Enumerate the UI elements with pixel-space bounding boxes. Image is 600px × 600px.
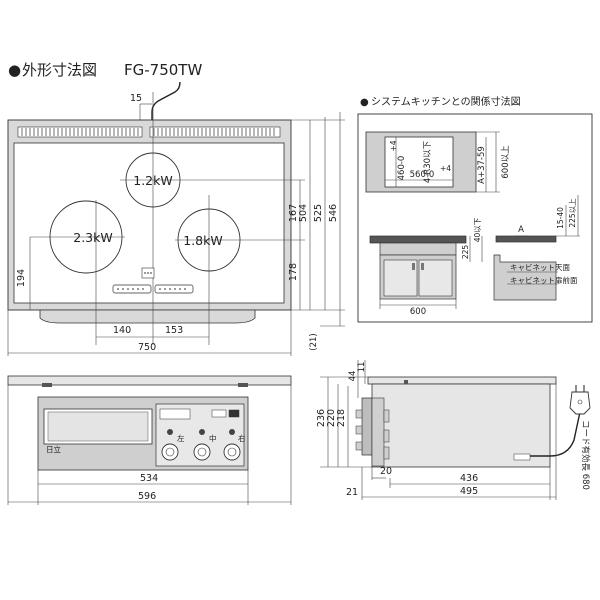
dim-596: 596 (138, 491, 156, 502)
dim-center-right: 153 (165, 325, 183, 336)
cabinet-top-label: キャビネット天面 (510, 263, 570, 272)
vent-right (149, 126, 281, 138)
dim-21-top: (21) (309, 333, 319, 350)
kitchen-bullet: ● (360, 97, 369, 108)
kitchen-frame (357, 113, 593, 323)
side-top-plate (367, 376, 557, 385)
cord-length-label: コード有効長 680 (580, 420, 591, 490)
zone-right-power: 1.8kW (183, 233, 222, 248)
front-view: 日立 左 中 右 534 596 (7, 375, 292, 505)
dim-front-600: 600 (410, 307, 426, 317)
knob-center (193, 443, 211, 461)
control-strip (112, 267, 194, 294)
knob-label-center: 中 (209, 433, 217, 443)
cabinet-front-label: キャビネット扉前面 (510, 275, 578, 285)
dim-a-label: A (518, 225, 524, 235)
section-cooktop-body (379, 242, 457, 256)
dim-218: 218 (336, 409, 347, 427)
side-countertop (495, 235, 557, 243)
title-bullet: ● (8, 61, 21, 79)
cutout-depth-tol: +4 (389, 140, 398, 151)
front-top-plate (7, 375, 292, 386)
cutout-width: 560-0 (410, 170, 435, 180)
dim-20: 20 (380, 466, 392, 477)
dim-left-194: 194 (16, 269, 27, 287)
dim-525: 525 (313, 204, 324, 222)
dim-width-750: 750 (138, 342, 156, 353)
dim-left-center: 140 (113, 325, 131, 336)
dim-side-225: 225 (461, 245, 470, 260)
power-cord (151, 81, 181, 125)
dim-546: 546 (328, 204, 339, 222)
dim-236: 236 (316, 409, 327, 427)
knob-right (223, 443, 241, 461)
dim-15-40: 15-40 (556, 207, 565, 229)
bottom-lip (39, 309, 256, 324)
dim-top-167: 167 (288, 204, 299, 222)
side-view: コード有効長 680 236 220 218 44 11 20 436 21 4… (316, 360, 591, 500)
model-number: FG-750TW (124, 61, 202, 79)
brand-label: 日立 (46, 444, 61, 454)
dim-225-min: 225以上 (568, 198, 577, 228)
dim-504: 504 (298, 204, 309, 222)
cutout-hole (384, 136, 454, 188)
knob-left (161, 443, 179, 461)
dim-436: 436 (460, 473, 478, 484)
side-body (371, 383, 551, 468)
knob-label-right: 右 (238, 433, 246, 443)
dim-40-max: 40以下 (473, 217, 482, 242)
zone-left-power: 2.3kW (73, 230, 112, 245)
side-power-cord (530, 411, 581, 457)
cabinet-door-right (418, 259, 453, 297)
dim-right-178: 178 (288, 263, 299, 281)
cutout-depth: 460-0 (397, 156, 407, 181)
knob-label-left: 左 (177, 433, 185, 443)
top-view: 15 (7, 81, 345, 356)
dim-220: 220 (326, 409, 337, 427)
kitchen-relation-section: ● システムキッチンとの関係寸法図 460-0 +4 4-R30以下 560-0… (357, 95, 593, 323)
dim-21-side: 21 (346, 487, 358, 498)
cabinet-door-left (383, 259, 418, 297)
dim-600-min: 600以上 (501, 145, 511, 179)
vent-left (17, 126, 143, 138)
drawing-title: 外形寸法図 (22, 61, 97, 79)
cutout-corner-radius: 4-R30以下 (423, 140, 433, 183)
kitchen-title: システムキッチンとの関係寸法図 (371, 95, 521, 108)
side-knob-face (361, 397, 373, 456)
dim-cord-offset: 15 (130, 93, 142, 104)
zone-top-power: 1.2kW (133, 173, 172, 188)
dim-534: 534 (140, 473, 158, 484)
section-cooktop-plate (369, 235, 467, 244)
side-cabinet (493, 254, 557, 301)
power-plug (569, 391, 591, 415)
dim-495: 495 (460, 486, 478, 497)
dim-11: 11 (357, 362, 367, 373)
dim-a-37-59: A+37-59 (477, 146, 487, 184)
cutout-width-tol: +4 (440, 164, 451, 173)
dim-44: 44 (348, 371, 358, 382)
